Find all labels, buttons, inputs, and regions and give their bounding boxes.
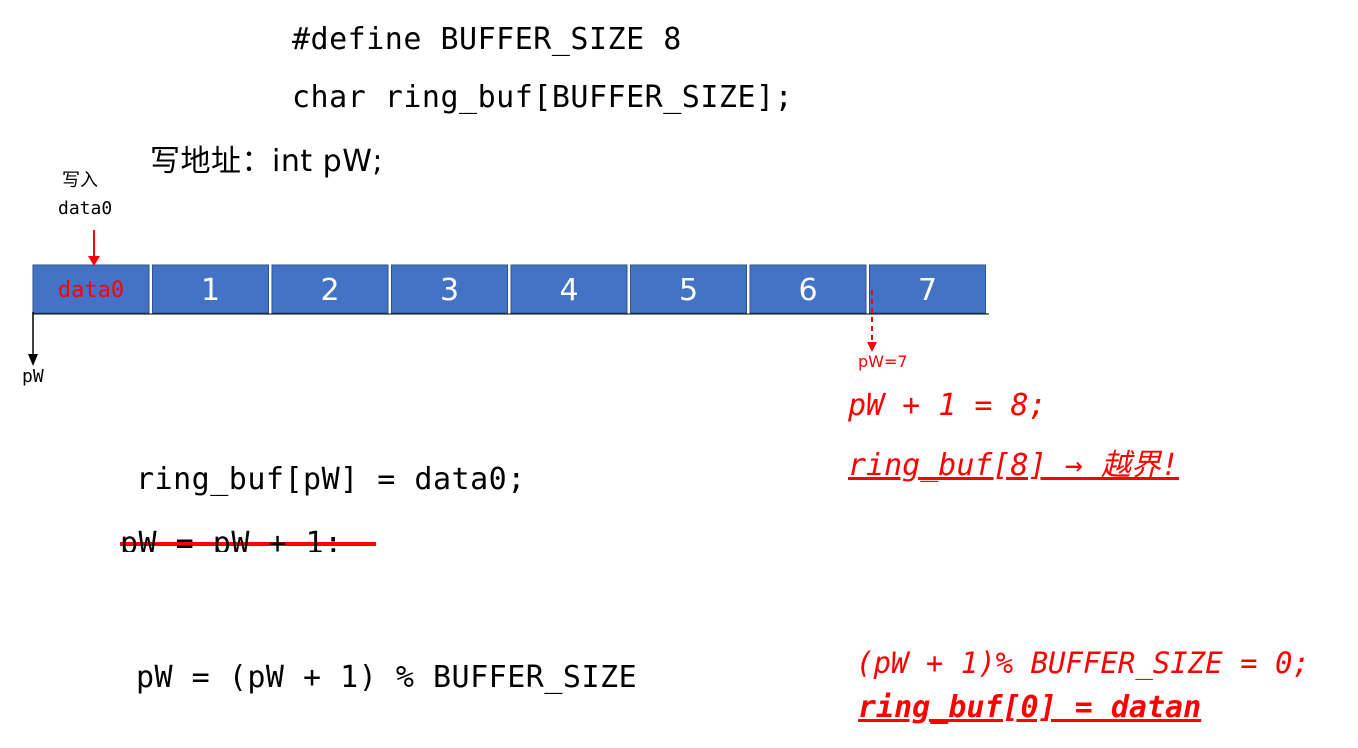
buffer-cell-6	[749, 264, 867, 314]
buffer-cell-label-3: 3	[440, 273, 459, 308]
struck-increment-line: pW = pW + 1;	[120, 526, 343, 552]
buffer-cell-label-7: 7	[918, 273, 937, 308]
buffer-cell-5	[630, 264, 747, 314]
write-data-label: data0	[58, 198, 113, 219]
write-label: 写入	[62, 170, 98, 191]
pw-start-label: pW	[22, 366, 44, 387]
buffer-cell-1	[152, 264, 269, 314]
write-address-line: 写地址：int pW;	[150, 144, 383, 179]
define-line: #define BUFFER_SIZE 8	[292, 22, 682, 57]
buffer-cell-label-4: 4	[559, 273, 578, 308]
buffer-cell-label-5: 5	[679, 273, 698, 308]
buffer-cell-3	[391, 264, 508, 314]
declaration-line: char ring_buf[BUFFER_SIZE];	[292, 80, 794, 115]
modulo-result-line1: (pW + 1)% BUFFER_SIZE = 0;	[856, 646, 1310, 680]
buffer-cell-2	[271, 264, 389, 314]
overflow-note-line1: pW + 1 = 8;	[848, 388, 1047, 423]
buffer-cell-7	[869, 264, 986, 314]
buffer-cell-label-6: 6	[798, 273, 817, 308]
pw-pointer-head	[28, 354, 38, 366]
buffer-cell-label-0: data0	[58, 278, 124, 303]
overflow-note-line2: ring_buf[8] → 越界!	[848, 448, 1179, 483]
pw7-label: pW=7	[858, 352, 908, 371]
modulo-line: pW = (pW + 1) % BUFFER_SIZE	[136, 660, 638, 695]
modulo-result-line2: ring_buf[0] = datan	[858, 690, 1202, 725]
assign-line: ring_buf[pW] = data0;	[136, 462, 526, 497]
buffer-cell-label-1: 1	[201, 273, 220, 308]
write-arrow-head	[88, 256, 100, 266]
buffer-cell-4	[510, 264, 628, 314]
buffer-cell-label-2: 2	[320, 273, 339, 308]
pw7-pointer-head	[867, 342, 877, 352]
buffer-cell-0	[32, 264, 150, 314]
